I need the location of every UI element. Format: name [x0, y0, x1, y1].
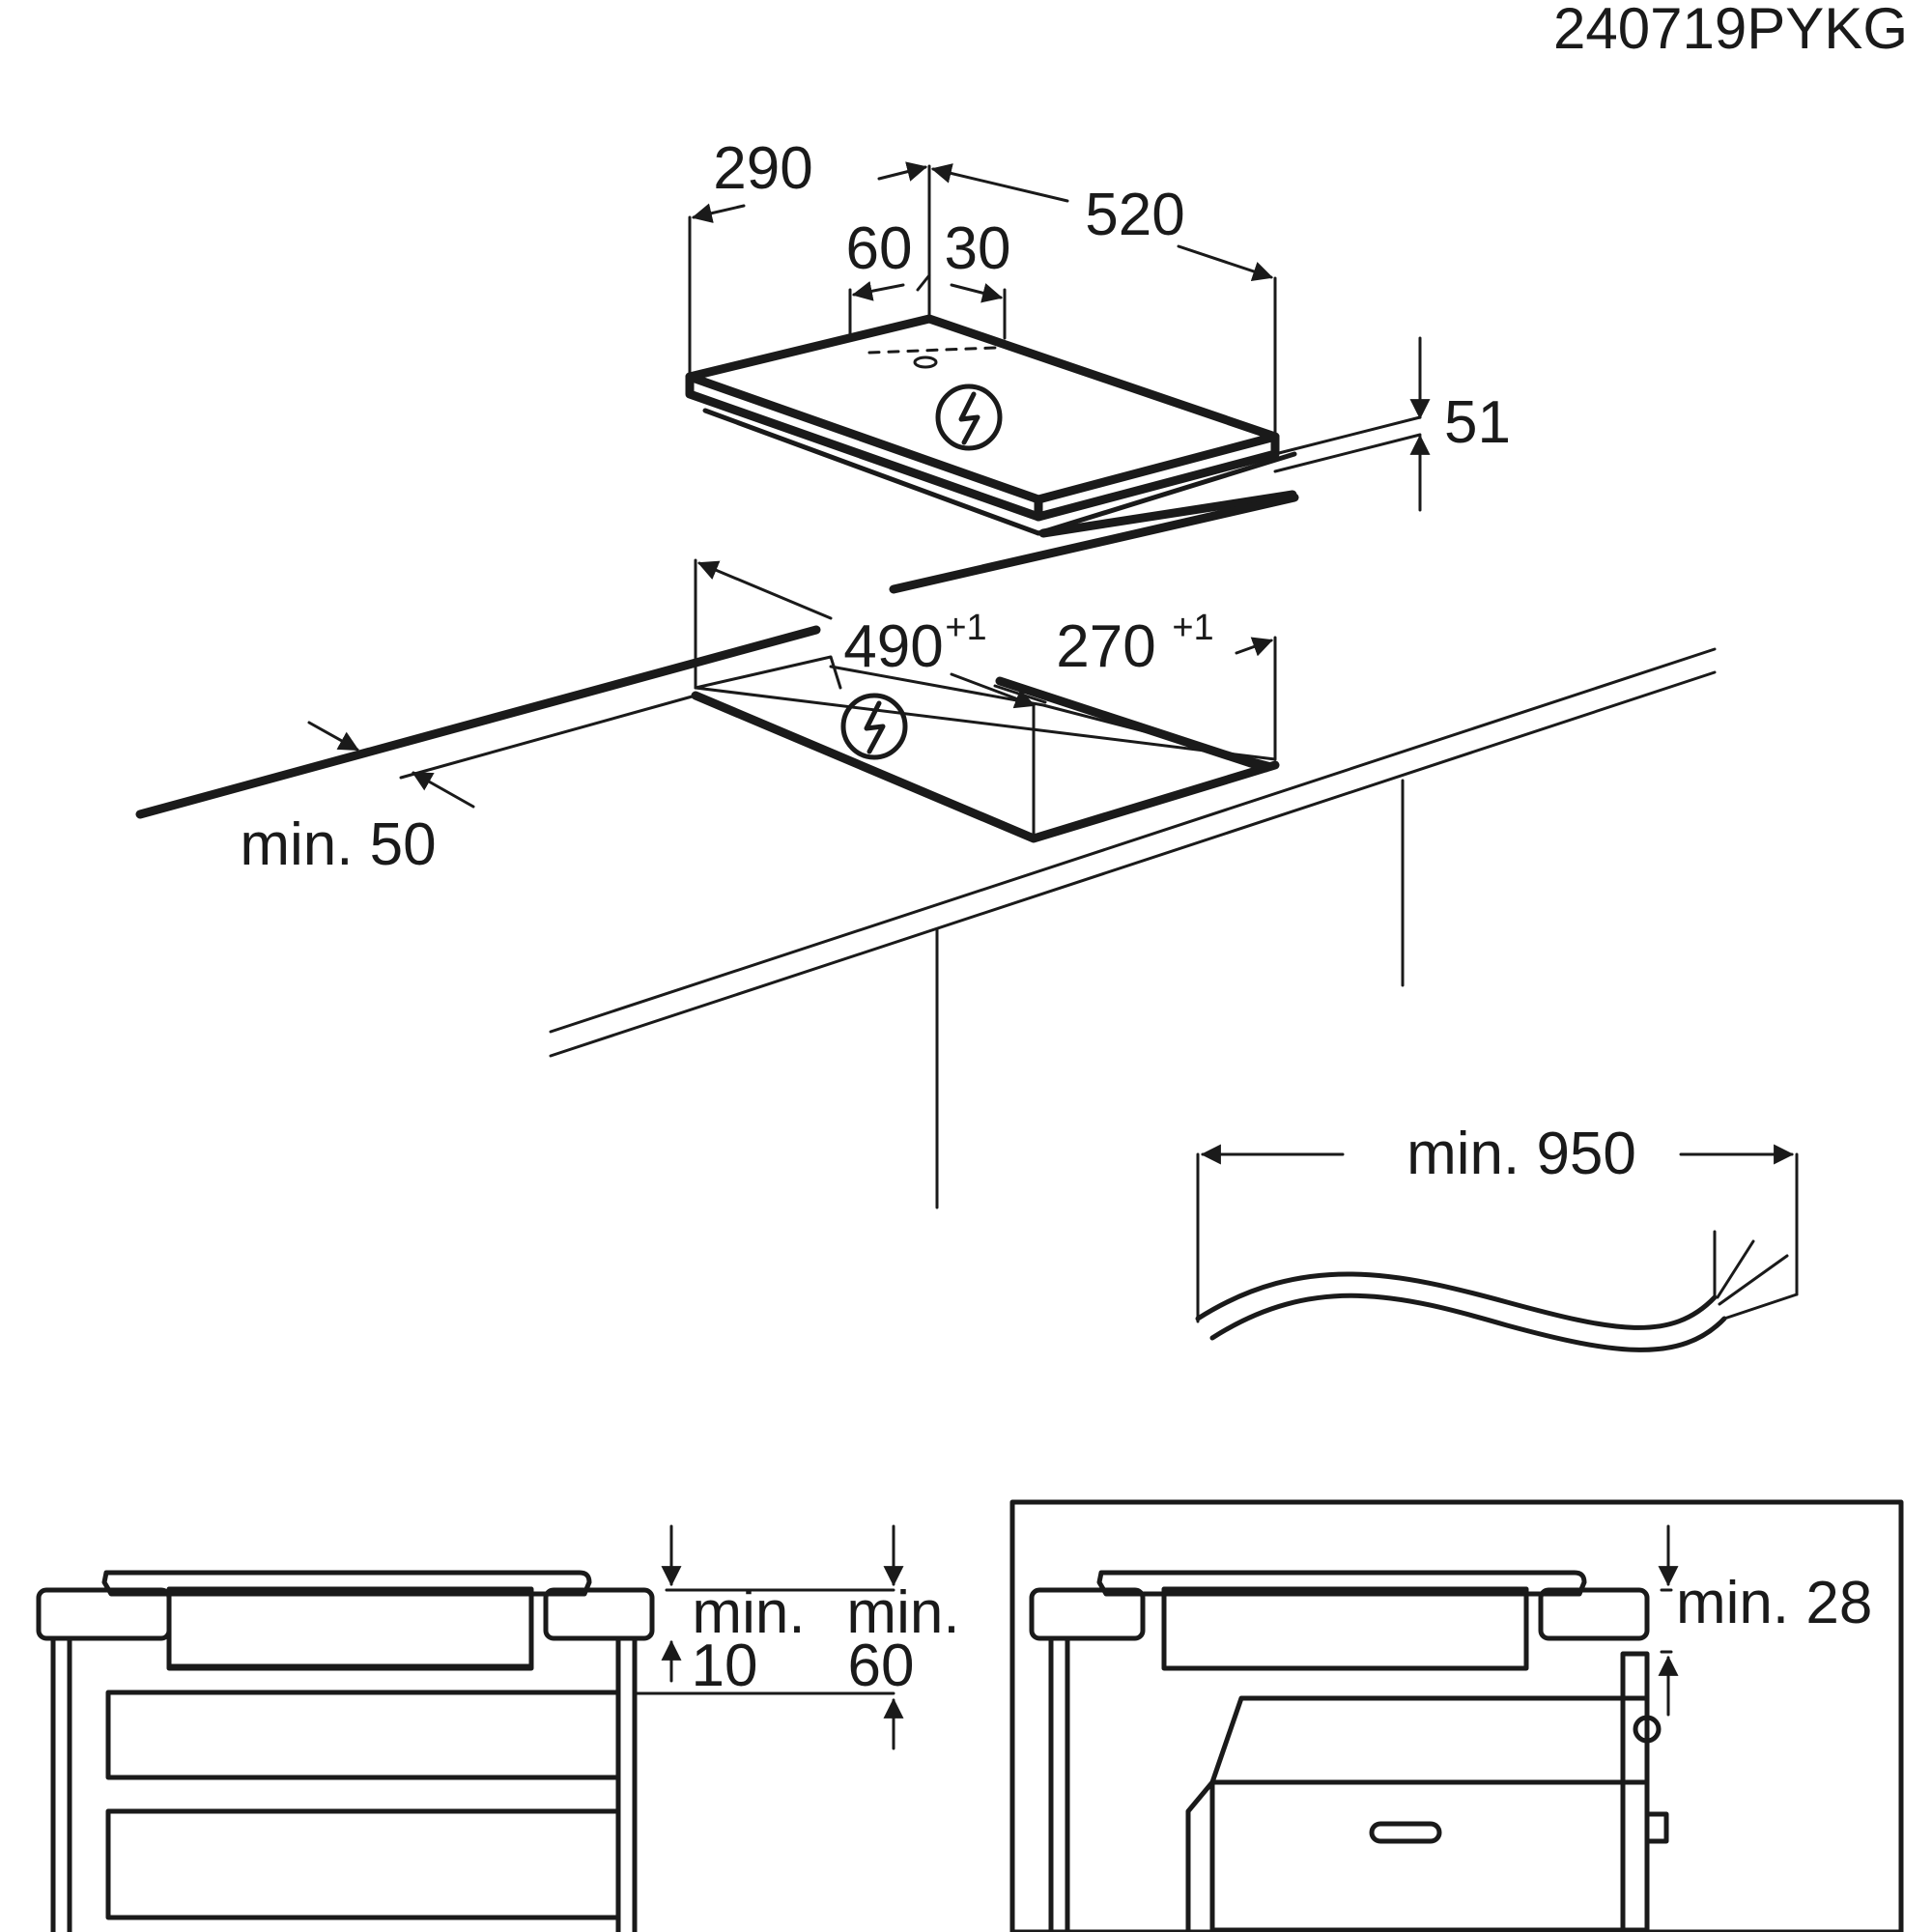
dimension-490: 490 +1 — [694, 558, 1036, 709]
dimension-290: 290 — [688, 135, 931, 379]
svg-text:520: 520 — [1085, 182, 1184, 248]
detail-right-cabinet — [1009, 1499, 1904, 1932]
detail-left-cabinet — [36, 1570, 655, 1932]
svg-text:min. 28: min. 28 — [1676, 1570, 1872, 1636]
dimension-270: 270 +1 — [993, 608, 1277, 761]
hob-unit — [685, 314, 1297, 538]
electrical-connection-icon — [935, 384, 1003, 451]
svg-text:+1: +1 — [945, 608, 986, 648]
svg-text:270: 270 — [1056, 613, 1155, 680]
svg-text:min.: min. — [846, 1579, 959, 1646]
svg-text:51: 51 — [1444, 389, 1511, 456]
dimension-60-30: 60 30 — [846, 215, 1011, 340]
dimension-520: 520 — [930, 163, 1277, 439]
svg-text:min. 50: min. 50 — [240, 811, 436, 878]
svg-text:+1: +1 — [1172, 608, 1213, 648]
detail-left-dimensions: min. 10 min. 60 — [633, 1524, 960, 1750]
electrical-connection-icon — [840, 693, 908, 760]
svg-text:290: 290 — [713, 135, 812, 202]
dimension-51: 51 — [1273, 336, 1511, 512]
svg-text:490: 490 — [843, 613, 943, 680]
svg-text:60: 60 — [848, 1633, 915, 1699]
dimension-min-50: min. 50 — [240, 721, 475, 878]
svg-text:10: 10 — [692, 1633, 758, 1699]
svg-text:30: 30 — [945, 215, 1011, 282]
svg-text:min.: min. — [692, 1579, 805, 1646]
detail-right-dimensions: min. 28 — [1658, 1524, 1872, 1717]
countertop — [135, 493, 1717, 1209]
cable-length: min. 950 — [1195, 1121, 1799, 1352]
svg-text:min. 950: min. 950 — [1406, 1121, 1636, 1187]
document-code: 240719PYKG — [1553, 0, 1908, 61]
svg-text:60: 60 — [846, 215, 913, 282]
